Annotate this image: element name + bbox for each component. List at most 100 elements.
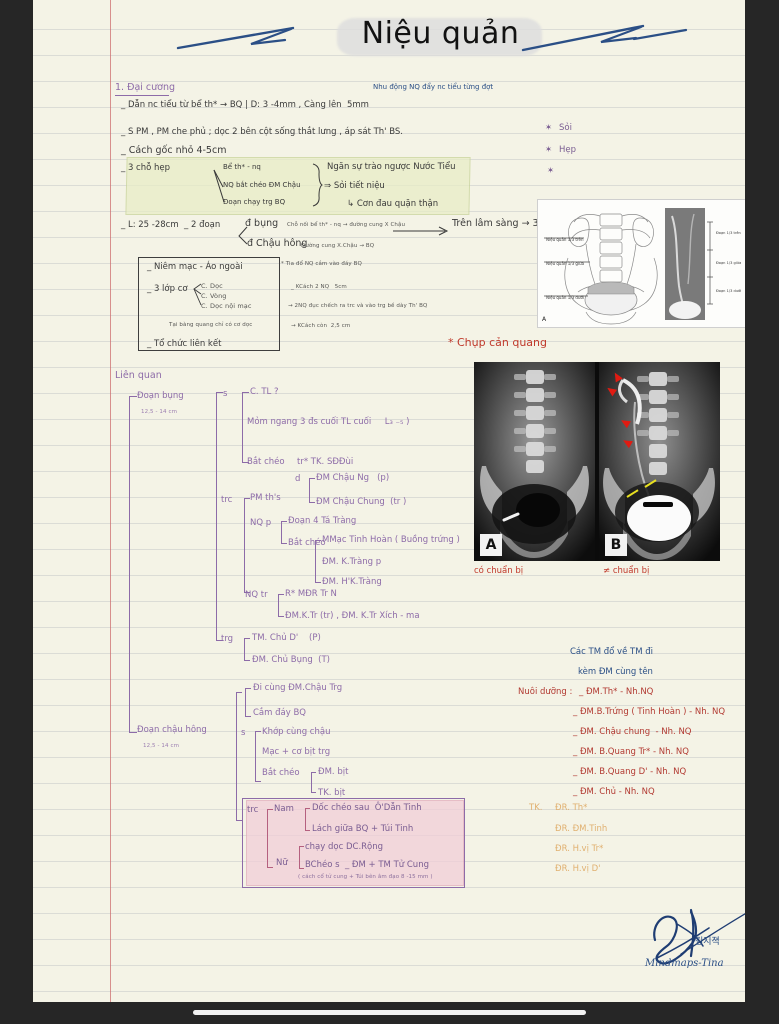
layer-item-1: _ Niêm mạc - Áo ngoài (147, 262, 243, 272)
nq-tr-top (278, 594, 284, 595)
pelvis-male-bottom (305, 830, 310, 831)
nerves-item-1: ĐR. Th* (555, 803, 588, 813)
xray-image-b (599, 362, 720, 561)
pelvis-sau-line (255, 731, 256, 781)
signature-mark-icon (653, 908, 745, 965)
xray-figure: A (474, 362, 720, 561)
anatomy-right-label-upper: Đoạn 1/3 trên (716, 231, 741, 235)
pelvis-branch-top (236, 692, 242, 693)
consequence-2: ⇒ Sỏi tiết niệu (324, 181, 385, 191)
section1-line-2: _ S PM , PM che phủ ; dọc 2 bên cột sống… (121, 127, 403, 137)
star-label-soi: Sỏi (559, 123, 572, 133)
arrow-right-icon (393, 226, 449, 236)
batcheo-line (315, 540, 316, 582)
pelvis-sau-key: s (241, 728, 246, 738)
segment-abdomen-length: 12,5 - 14 cm (141, 409, 178, 415)
abdomen-trong-key: trg (221, 634, 234, 644)
pelvis-sau-top (255, 731, 261, 732)
signature-block: 김지젹 Mindmaps-Tina (633, 898, 745, 983)
abdomen-trong-line (244, 638, 245, 660)
pelvis-truoc-line (267, 809, 268, 867)
abdomen-sau-top (242, 392, 249, 393)
blood-supply-item-2: _ ĐM.B.Trứng ( Tinh Hoàn ) - Nh. NQ (573, 707, 726, 717)
anatomy-diagram-figure: Niệu quản 1/3 trên Niệu quản 1/3 giữa Ni… (537, 199, 745, 328)
abdomen-branch-line (216, 392, 217, 640)
abdomen-sau-batcheo-sub: tr* TK. SĐĐùi (297, 457, 354, 467)
pelvis-male-item-2: Lách giữa BQ + Túi Tinh (312, 824, 414, 834)
nq-p-top (281, 521, 287, 522)
segment-abdomen-label: đ bụng (245, 218, 279, 229)
relations-heading: Liên quan (115, 370, 162, 381)
anatomy-label-middle: Niệu quản 1/3 giữa (546, 261, 585, 266)
nq-tr-item-1: R* MĐR Tr N (285, 589, 337, 599)
tree-trunk-line (129, 396, 130, 732)
pelvis-female-item-1: chạy dọc DC.Rộng (305, 842, 384, 852)
pelvis-branch-bottom (236, 820, 242, 821)
pelvis-branch-line (236, 692, 237, 820)
segment-pelvis-node: Đoạn chậu hông (137, 725, 207, 735)
pelvis-batcheo-item-2: TK. bịt (318, 788, 346, 798)
pelvis-sau-item-1: Khớp cùng chậu (262, 727, 331, 737)
segment-pelvis-note: Đường cung X.Chậu → BQ (301, 243, 375, 249)
segment-pelvis-label: đ Chậu hông (247, 238, 308, 249)
abdomen-trong-item-2: ĐM. Chủ Bụng (T) (252, 655, 330, 665)
abdomen-trong-top (244, 638, 250, 639)
pelvis-truoc-box (242, 798, 465, 888)
pelvis-male-label: Nam (274, 804, 294, 814)
batcheo-top (315, 540, 321, 541)
mid-note-1: * Tia đổ NQ cắm vào đáy BQ (281, 261, 362, 267)
layer-item-2: _ 3 lớp cơ (147, 284, 188, 294)
nq-tr-bottom (278, 616, 284, 617)
blood-supply-item-4: _ ĐM. B.Quang Tr* - Nh. NQ (573, 747, 689, 757)
signature-name: Mindmaps-Tina (645, 958, 724, 969)
abdomen-branch-top (216, 392, 223, 393)
pelvis-top-line (245, 688, 246, 716)
nq-p-line (281, 521, 282, 543)
abdomen-sau-batcheo-sub2: d (295, 474, 301, 484)
section1-line-1: _ Dẫn nc tiểu từ bể th* → BQ | D: 3 -4mm… (121, 100, 369, 110)
blood-supply-item-1: _ ĐM.Th* - Nh.NQ (579, 687, 654, 697)
nerves-label: TK. (529, 803, 543, 813)
abdomen-artery-1: ĐM Chậu Ng (p) (316, 473, 390, 483)
abdomen-sau-bottom (242, 462, 249, 463)
star-icon-soi: ✶ (545, 123, 553, 133)
abdomen-truoc-item-1: PM th's (250, 493, 281, 503)
margin-rule (110, 0, 111, 1002)
batcheo-item-1: MMạc Tinh Hoàn ( Buồng trứng ) (322, 535, 460, 545)
segment-abdomen-node: Đoạn bụng (137, 391, 184, 401)
veins-note-line-1: Các TM đổ về TM đi (570, 647, 653, 657)
pelvis-batcheo-line (311, 772, 312, 792)
narrow-point-3: Đoạn chạy trg BQ (223, 198, 286, 206)
narrow-points-label: _ 3 chỗ hẹp (121, 163, 171, 173)
abdomen-artery-bottom (309, 502, 315, 503)
batcheo-bottom (315, 582, 321, 583)
page-title: Niệu quản (361, 16, 520, 51)
xray-caption-a: có chuẩn bị (474, 566, 524, 576)
title-highlight (337, 18, 542, 56)
nhu-dong-note: Nhu động NQ đẩy nc tiểu từng đợt (373, 83, 494, 91)
abdomen-sau-item-1: C. TL ? (250, 387, 279, 397)
abdomen-truoc-key: trc (221, 495, 233, 505)
blood-supply-item-6: _ ĐM. Chủ - Nh. NQ (573, 787, 655, 797)
pelvis-male-item-1: Dốc chéo sau Ô'Dẫn Tinh (312, 803, 422, 813)
anatomy-label-upper: Niệu quản 1/3 trên (546, 237, 584, 242)
star-icon-hep: ✶ (545, 145, 553, 155)
star-icon-third: ✶ (547, 166, 555, 176)
xray-panel-a: A (474, 362, 595, 561)
pelvis-truoc-highlight (246, 800, 464, 886)
abdomen-sau-item-2: Mỏm ngang 3 đs cuối TL cuối L₃ ₋₅ ) (247, 417, 410, 427)
pelvis-truoc-top (267, 809, 273, 810)
narrow-points-brace-icon (213, 169, 225, 203)
muscle-layer-2: C. Vòng (201, 292, 227, 300)
tree-trunk-bottom (129, 732, 137, 733)
abdomen-truoc-line (244, 498, 245, 592)
nq-tr-item-2: ĐM.K.Tr (tr) , ĐM. K.Tr Xích - ma (285, 611, 420, 621)
layer-item-last: _ Tổ chức liên kết (147, 339, 222, 349)
muscle-brace-icon (193, 283, 202, 306)
star-label-hep: Hẹp (559, 145, 577, 155)
nq-p-item-1: Đoạn 4 Tá Tràng (288, 516, 357, 526)
abdomen-truoc-item-2: NQ p (250, 518, 272, 528)
home-indicator[interactable] (193, 1010, 586, 1015)
pelvis-batcheo-top (311, 772, 316, 773)
batcheo-item-3: ĐM. H'K.Tràng (322, 577, 382, 587)
